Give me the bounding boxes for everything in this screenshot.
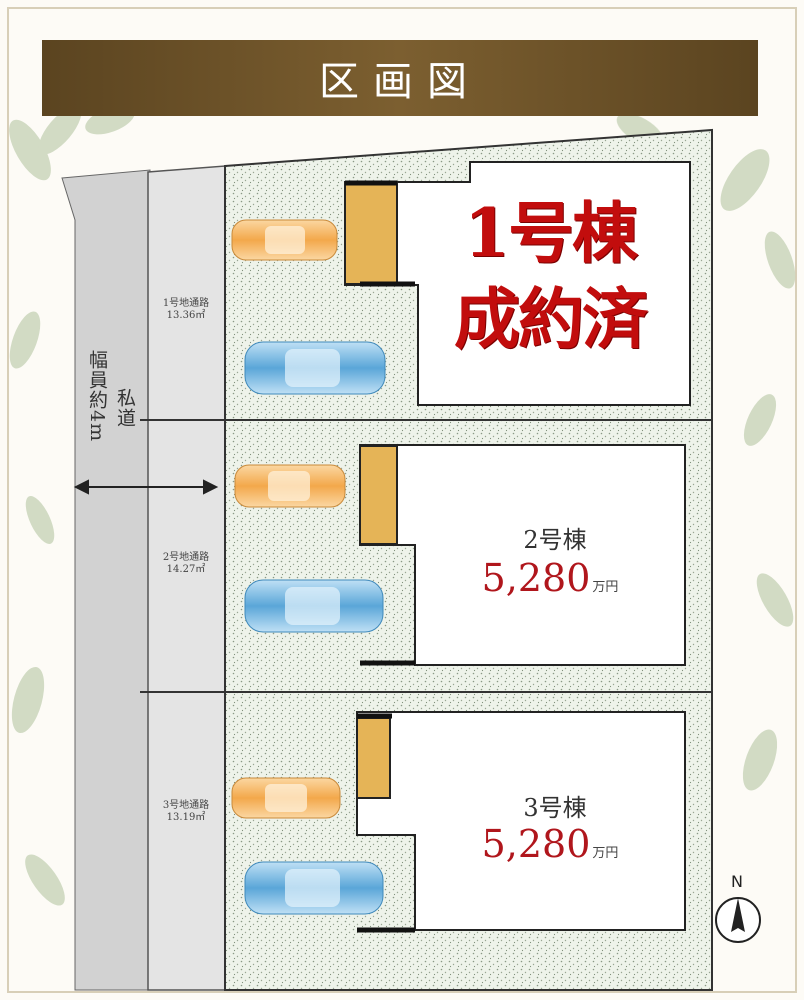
building-3-entrance [356, 717, 391, 799]
lot-1-status-line: 1号棟 [464, 194, 638, 272]
driveway-name: 3号地通路 [162, 800, 210, 811]
building-1-entrance [344, 183, 398, 285]
road-width-label: 幅員約4m [86, 350, 108, 443]
outer-frame [7, 7, 797, 993]
car-icon [231, 219, 338, 261]
car-icon [234, 464, 346, 508]
page-title: 区画図 [319, 59, 481, 105]
driveway-area: 13.36㎡ [166, 310, 206, 321]
price-value: 5,280 [481, 822, 591, 866]
width-arrow [73, 479, 219, 495]
price-unit: 万円 [592, 580, 619, 595]
driveway-area: 14.27㎡ [166, 564, 206, 575]
lot-1-driveway-label: 1号地通路 13.36㎡ [146, 298, 226, 322]
car-icon [231, 777, 341, 819]
driveway-area: 13.19㎡ [166, 812, 206, 823]
car-icon [244, 579, 384, 633]
lot-3-name: 3号棟 [523, 794, 587, 822]
private-road [61, 169, 151, 991]
lot-2-driveway-label: 2号地通路 14.27㎡ [146, 552, 226, 576]
car-icon [244, 341, 386, 395]
price-value: 5,280 [481, 556, 591, 600]
driveway-strip [147, 165, 226, 991]
building-2-entrance [359, 445, 398, 545]
title-banner [42, 40, 758, 116]
lot-1-status-line: 成約済 [454, 280, 648, 358]
driveway-name: 2号地通路 [162, 552, 210, 563]
car-icon [244, 861, 384, 915]
compass-label: N [731, 872, 743, 891]
lot-2-name: 2号棟 [523, 526, 587, 554]
lot-1-status: 1号棟 成約済 [415, 190, 685, 362]
compass-icon [715, 897, 761, 943]
driveway-name: 1号地通路 [162, 298, 210, 309]
price-unit: 万円 [592, 846, 619, 861]
road-label: 私道 [114, 388, 136, 428]
lot-3-driveway-label: 3号地通路 13.19㎡ [146, 800, 226, 824]
